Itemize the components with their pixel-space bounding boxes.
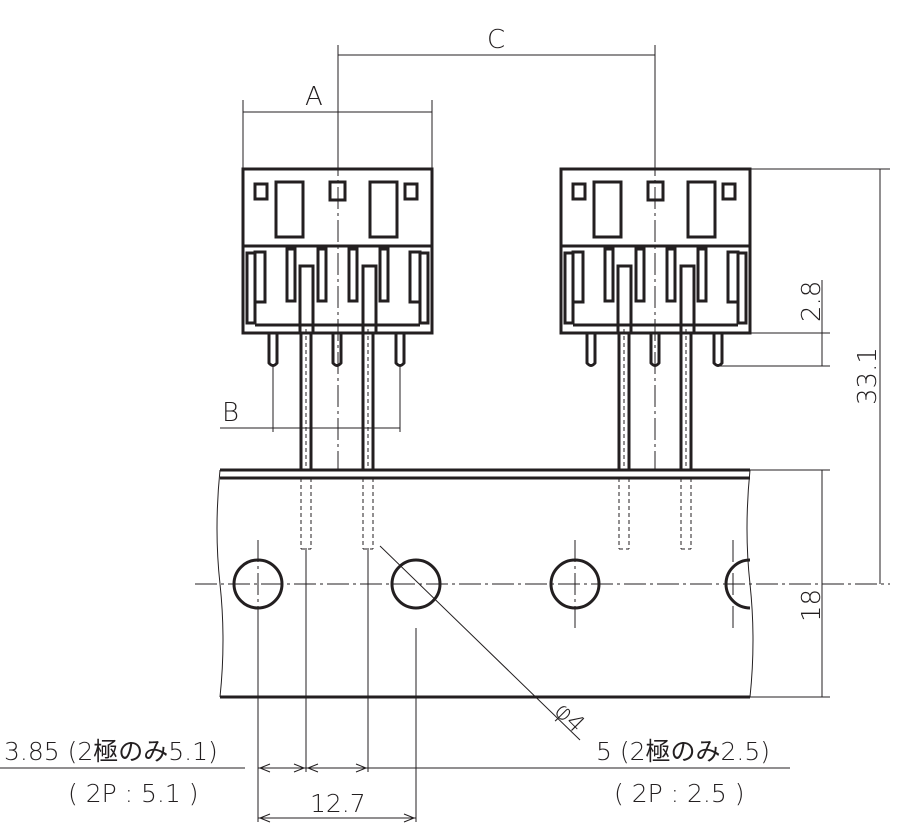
- left-note-2: ( 2P : 5.1 ): [68, 779, 198, 808]
- dimension-33-1: 33.1: [750, 168, 890, 584]
- carrier-tape: [195, 468, 890, 699]
- bottom-dimensions: 3.85 (2極のみ5.1) ( 2P : 5.1 ) 12.7 5 (2極のみ…: [0, 548, 790, 823]
- dimension-b: B: [220, 366, 401, 432]
- dimension-phi4: φ4: [379, 545, 591, 741]
- svg-text:φ4: φ4: [549, 696, 591, 738]
- left-note-1: 3.85 (2極のみ5.1): [4, 737, 218, 766]
- label-12-7: 12.7: [310, 789, 366, 818]
- label-c: C: [487, 25, 505, 55]
- dimension-18: 18: [750, 469, 830, 698]
- label-b: B: [222, 398, 239, 428]
- svg-text:33.1: 33.1: [853, 347, 883, 405]
- dimension-2-8: 2.8: [720, 280, 830, 367]
- right-note-2: ( 2P : 2.5 ): [614, 779, 744, 808]
- right-note-1: 5 (2極のみ2.5): [596, 737, 770, 766]
- label-a: A: [305, 82, 323, 112]
- dimension-c: C: [337, 25, 656, 169]
- svg-text:2.8: 2.8: [797, 281, 827, 322]
- svg-text:18: 18: [797, 589, 827, 622]
- dimension-a: A: [242, 82, 433, 169]
